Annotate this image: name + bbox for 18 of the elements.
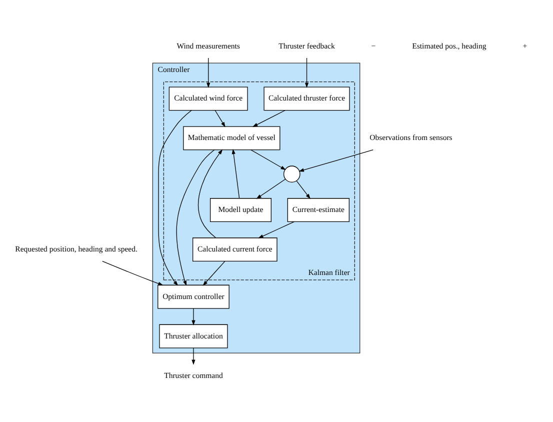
arrow [158, 110, 192, 286]
arrow [296, 180, 310, 200]
arrow [232, 148, 240, 199]
arrow [252, 110, 286, 127]
arrow [202, 260, 226, 286]
arrow [258, 221, 295, 238]
arrow [176, 150, 215, 286]
arrow [250, 150, 286, 170]
arrow [214, 110, 226, 128]
arrow [298, 150, 374, 172]
arrow [192, 348, 196, 365]
arrow [256, 178, 286, 199]
arrow [198, 149, 223, 238]
arrow [102, 260, 164, 286]
node-circle [283, 166, 300, 183]
arrow [192, 308, 196, 326]
arrow [206, 58, 210, 88]
arrow [304, 58, 309, 88]
